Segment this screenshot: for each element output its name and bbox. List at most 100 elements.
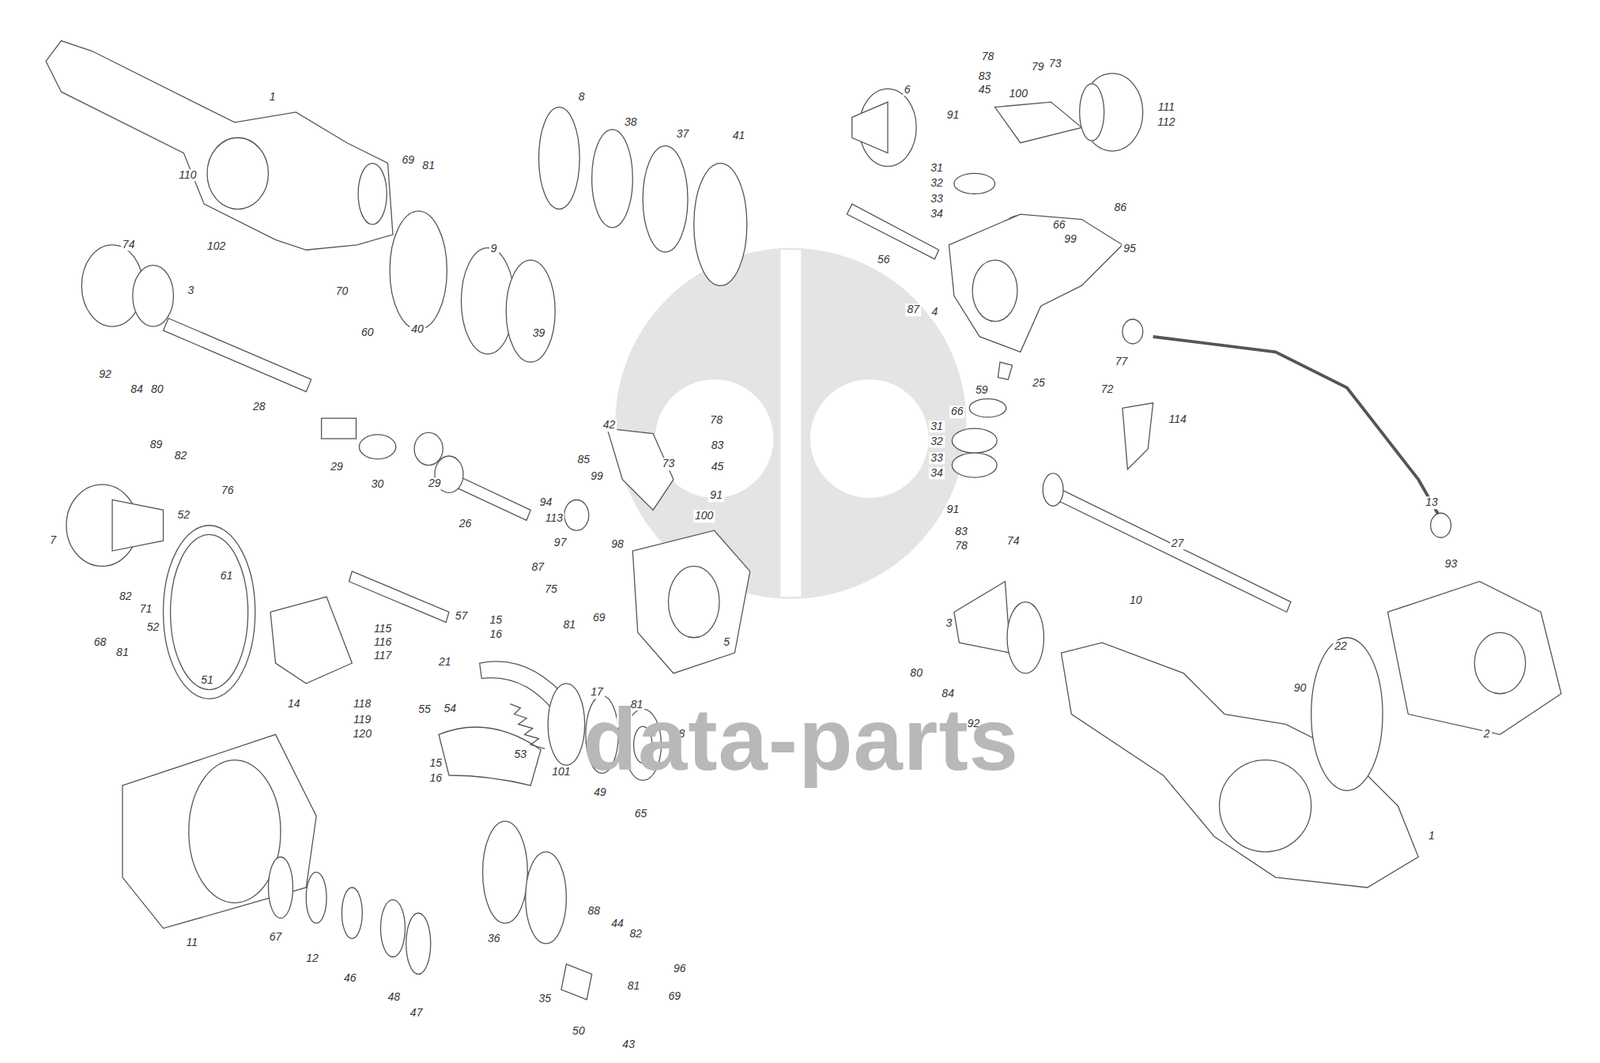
callout-number: 117 xyxy=(372,649,393,662)
callout-number: 45 xyxy=(977,83,993,96)
callout-number: 96 xyxy=(671,963,688,976)
knuckle-bore xyxy=(667,566,720,638)
callout-number: 36 xyxy=(486,932,502,945)
callout-number: 70 xyxy=(334,285,351,298)
callout-number: 33 xyxy=(928,192,945,205)
callout-number: 5 xyxy=(721,637,732,650)
callout-number: 88 xyxy=(585,905,602,917)
callout-number: 74 xyxy=(120,238,137,251)
callout-number: 44 xyxy=(609,918,626,931)
callout-number: 82 xyxy=(117,590,134,603)
callout-number: 81 xyxy=(114,646,131,659)
callout-number: 43 xyxy=(620,1038,637,1051)
callout-number: 11 xyxy=(184,936,200,949)
callout-number: 90 xyxy=(1292,683,1309,695)
gasket xyxy=(1311,637,1383,792)
callout-number: 42 xyxy=(601,419,618,432)
callout-number: 31 xyxy=(928,420,945,433)
gasket xyxy=(951,452,997,478)
callout-number: 34 xyxy=(928,467,945,480)
camshaft xyxy=(348,571,449,623)
callout-number: 55 xyxy=(416,704,433,717)
axle-housing xyxy=(45,41,393,251)
brake-shoe xyxy=(438,727,541,786)
differential xyxy=(1387,581,1561,736)
callout-number: 74 xyxy=(1005,535,1022,548)
callout-number: 33 xyxy=(928,452,945,465)
brake-chamber-face xyxy=(1079,83,1105,141)
drive-flange xyxy=(525,852,567,944)
callout-number: 80 xyxy=(908,667,925,680)
callout-number: 22 xyxy=(1332,641,1349,653)
callout-number: 48 xyxy=(385,992,402,1004)
seal-ring xyxy=(642,146,688,253)
ball-housing xyxy=(954,581,1011,653)
seal-ring xyxy=(539,107,581,210)
callout-number: 31 xyxy=(928,162,945,174)
cv-fork xyxy=(321,418,357,439)
callout-number: 65 xyxy=(633,807,650,820)
callout-number: 80 xyxy=(149,383,166,396)
callout-number: 59 xyxy=(973,384,990,397)
cv-fork xyxy=(1042,473,1064,506)
callout-number: 1 xyxy=(267,90,278,103)
callout-number: 81 xyxy=(626,981,642,993)
callout-number: 51 xyxy=(199,674,216,687)
callout-number: 45 xyxy=(709,460,726,473)
callout-number: 56 xyxy=(875,253,892,266)
bearing-race xyxy=(305,872,327,925)
differential-flange xyxy=(1474,632,1526,694)
callout-number: 84 xyxy=(128,383,145,396)
callout-number: 16 xyxy=(488,628,505,641)
callout-number: 32 xyxy=(928,435,945,448)
callout-number: 86 xyxy=(1113,202,1129,215)
seal-ring xyxy=(505,260,555,363)
callout-number: 97 xyxy=(552,536,569,549)
callout-number: 10 xyxy=(1128,595,1144,608)
callout-number: 83 xyxy=(977,70,993,83)
callout-number: 85 xyxy=(576,453,593,466)
callout-number: 91 xyxy=(708,490,725,502)
watermark: data-parts xyxy=(583,690,1019,789)
drum-bore xyxy=(188,760,281,904)
callout-number: 50 xyxy=(570,1025,587,1038)
callout-number: 67 xyxy=(267,932,284,944)
housing-flange xyxy=(358,163,387,225)
callout-number: 41 xyxy=(731,129,748,142)
callout-number: 110 xyxy=(177,169,198,182)
callout-number: 89 xyxy=(148,438,165,451)
kingpin-cap xyxy=(564,499,589,531)
callout-number: 1 xyxy=(1426,830,1437,843)
lock-plate xyxy=(561,964,593,1000)
callout-number: 95 xyxy=(1121,242,1138,255)
callout-number: 57 xyxy=(453,610,470,623)
callout-number: 3 xyxy=(944,617,955,630)
callout-number: 100 xyxy=(1007,87,1030,100)
callout-number: 68 xyxy=(92,637,109,650)
callout-number: 26 xyxy=(457,518,474,531)
callout-number: 83 xyxy=(709,439,726,452)
callout-number: 27 xyxy=(1169,537,1186,550)
callout-number: 116 xyxy=(372,637,393,650)
callout-number: 114 xyxy=(1166,413,1188,426)
hub-nut xyxy=(406,913,431,974)
hub-spindle xyxy=(112,499,164,551)
callout-number: 100 xyxy=(693,509,715,522)
callout-number: 111 xyxy=(1156,101,1177,114)
ball-housing-end xyxy=(132,265,174,327)
callout-number: 9 xyxy=(489,242,499,255)
callout-number: 113 xyxy=(543,512,565,525)
callout-number: 81 xyxy=(420,160,437,173)
callout-number: 92 xyxy=(97,368,114,381)
callout-number: 73 xyxy=(1047,58,1064,71)
callout-number: 93 xyxy=(1443,558,1460,570)
bearing xyxy=(268,856,294,918)
callout-number: 21 xyxy=(437,656,453,668)
plug xyxy=(997,362,1012,380)
callout-number: 87 xyxy=(905,304,921,317)
callout-number: 15 xyxy=(427,757,444,770)
callout-number: 28 xyxy=(251,400,268,413)
callout-number: 79 xyxy=(1030,60,1046,73)
callout-number: 49 xyxy=(592,786,608,799)
callout-number: 119 xyxy=(351,714,373,727)
